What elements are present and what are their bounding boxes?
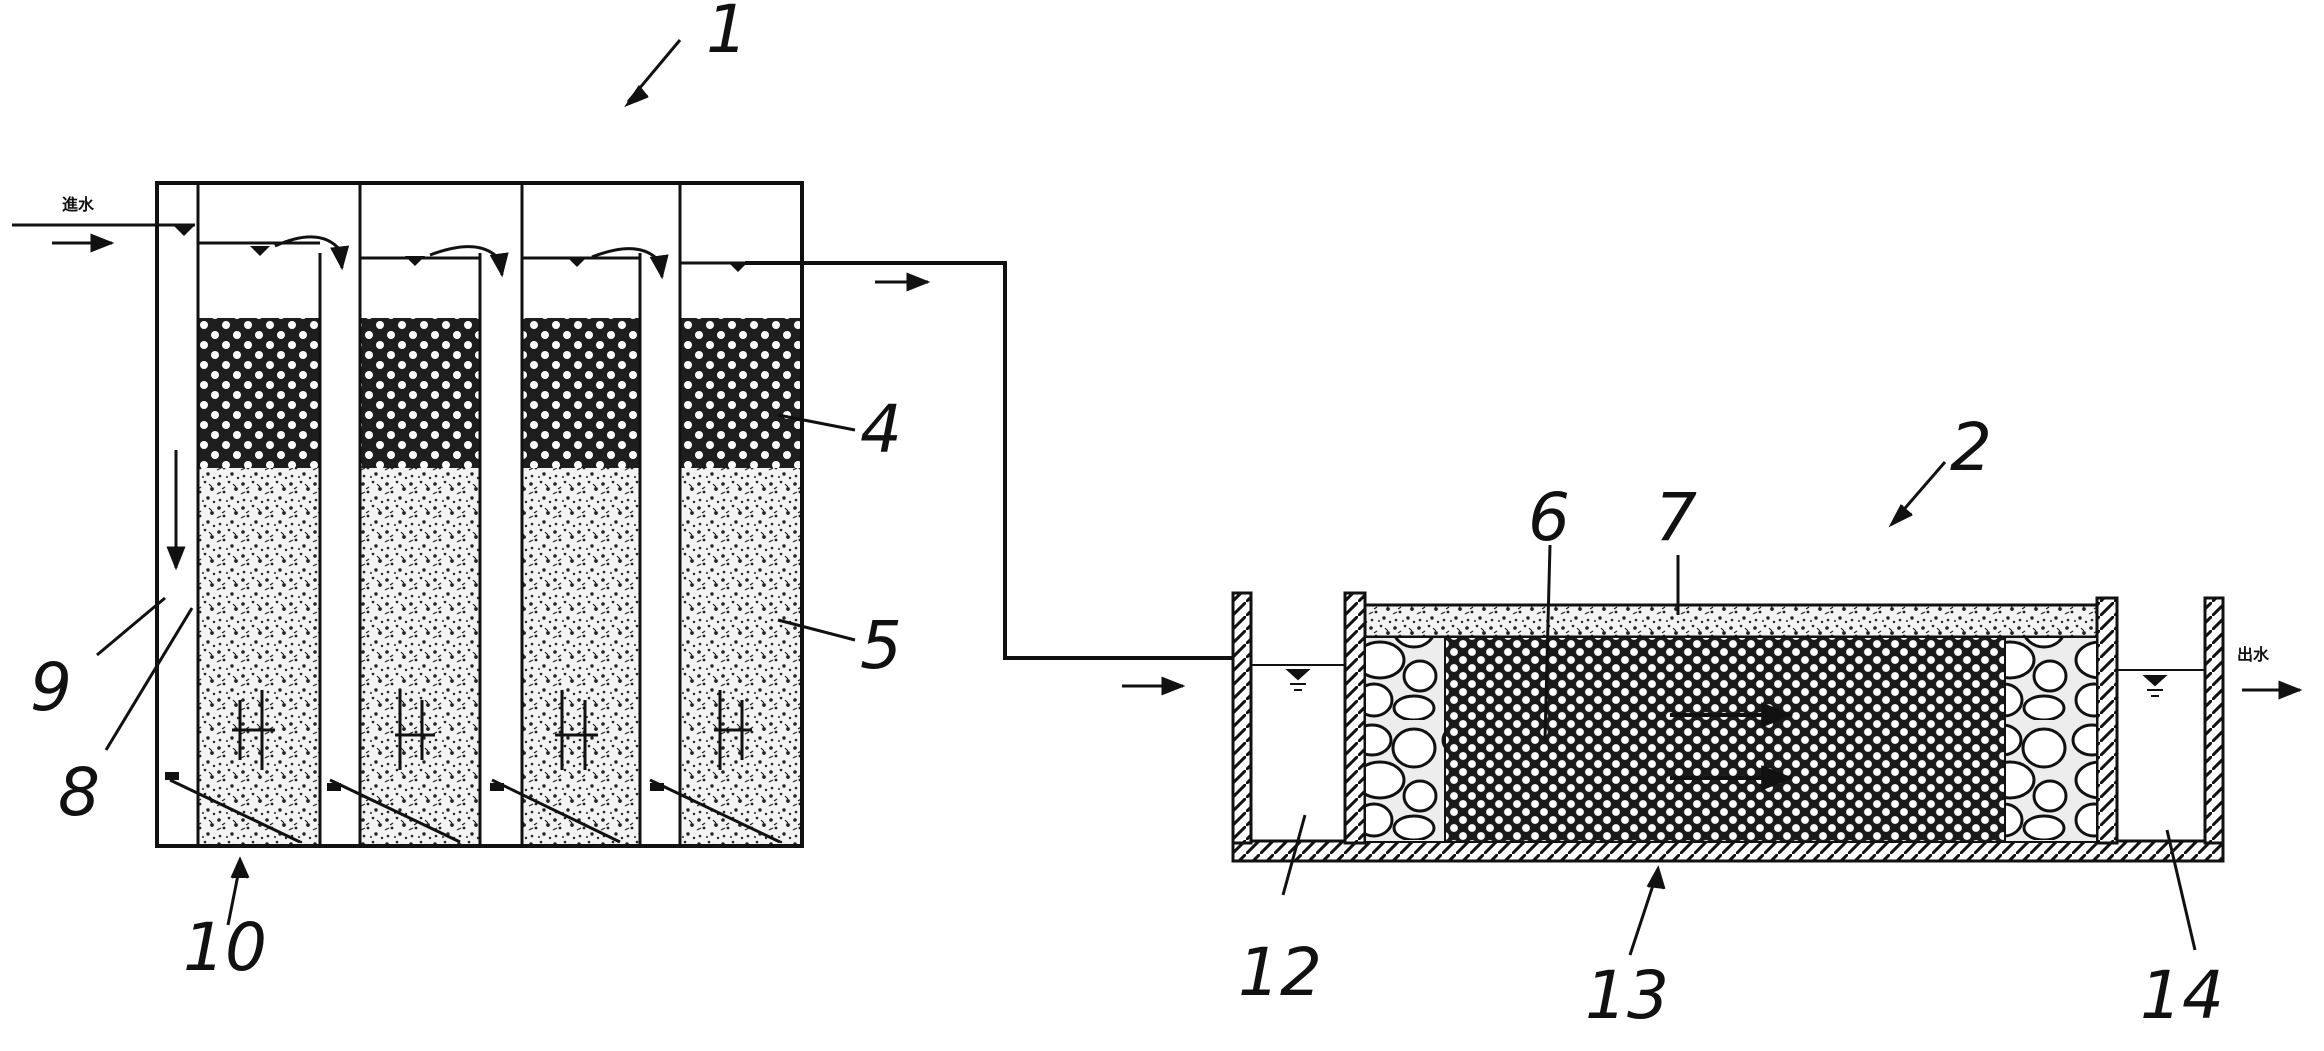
reactor-unit-1 [155,181,804,848]
label-1: 1 [706,0,748,68]
stone-zone-right [2004,636,2098,843]
inlet-line: 進水 [12,195,195,253]
gravel-layer-chamber-4 [680,318,802,468]
right-inner-wall [2095,596,2119,845]
reference-numerals: 1 2 4 5 6 7 8 9 10 12 13 14 [30,0,2224,1034]
label-2: 2 [1950,409,1992,486]
left-outer-wall [1231,591,1253,845]
label-9: 9 [30,649,72,726]
right-outer-wall [2203,596,2225,845]
left-inner-wall [1343,591,1367,845]
gravel-layer-chamber-1 [198,318,320,468]
label-13: 13 [1585,957,1669,1034]
gravel-layer-chamber-3 [522,318,640,468]
connecting-pipe [745,261,1233,696]
label-8: 8 [58,754,100,831]
label-5: 5 [860,607,902,684]
sand-layer-chamber-2 [360,468,480,846]
sand-layer-chamber-3 [522,468,640,846]
gravel-layer-chamber-2 [360,318,480,468]
label-14: 14 [2140,957,2224,1034]
label-7: 7 [1655,479,1697,556]
wetland-unit-2: 出水 [1231,591,2303,863]
base-slab [1231,839,2225,863]
label-10: 10 [183,909,267,986]
media-zone [1444,636,2006,843]
stone-zone-left [1364,636,1446,843]
label-4: 4 [860,391,902,468]
outlet-label: 出水 [2237,645,2270,664]
sand-layer-chamber-1 [198,468,320,846]
leader-lines [96,39,2197,956]
inlet-label: 進水 [62,195,95,214]
label-6: 6 [1528,479,1570,556]
soil-cover-layer [1363,603,2099,639]
sand-layer-chamber-4 [680,468,802,846]
label-12: 12 [1238,934,1322,1011]
